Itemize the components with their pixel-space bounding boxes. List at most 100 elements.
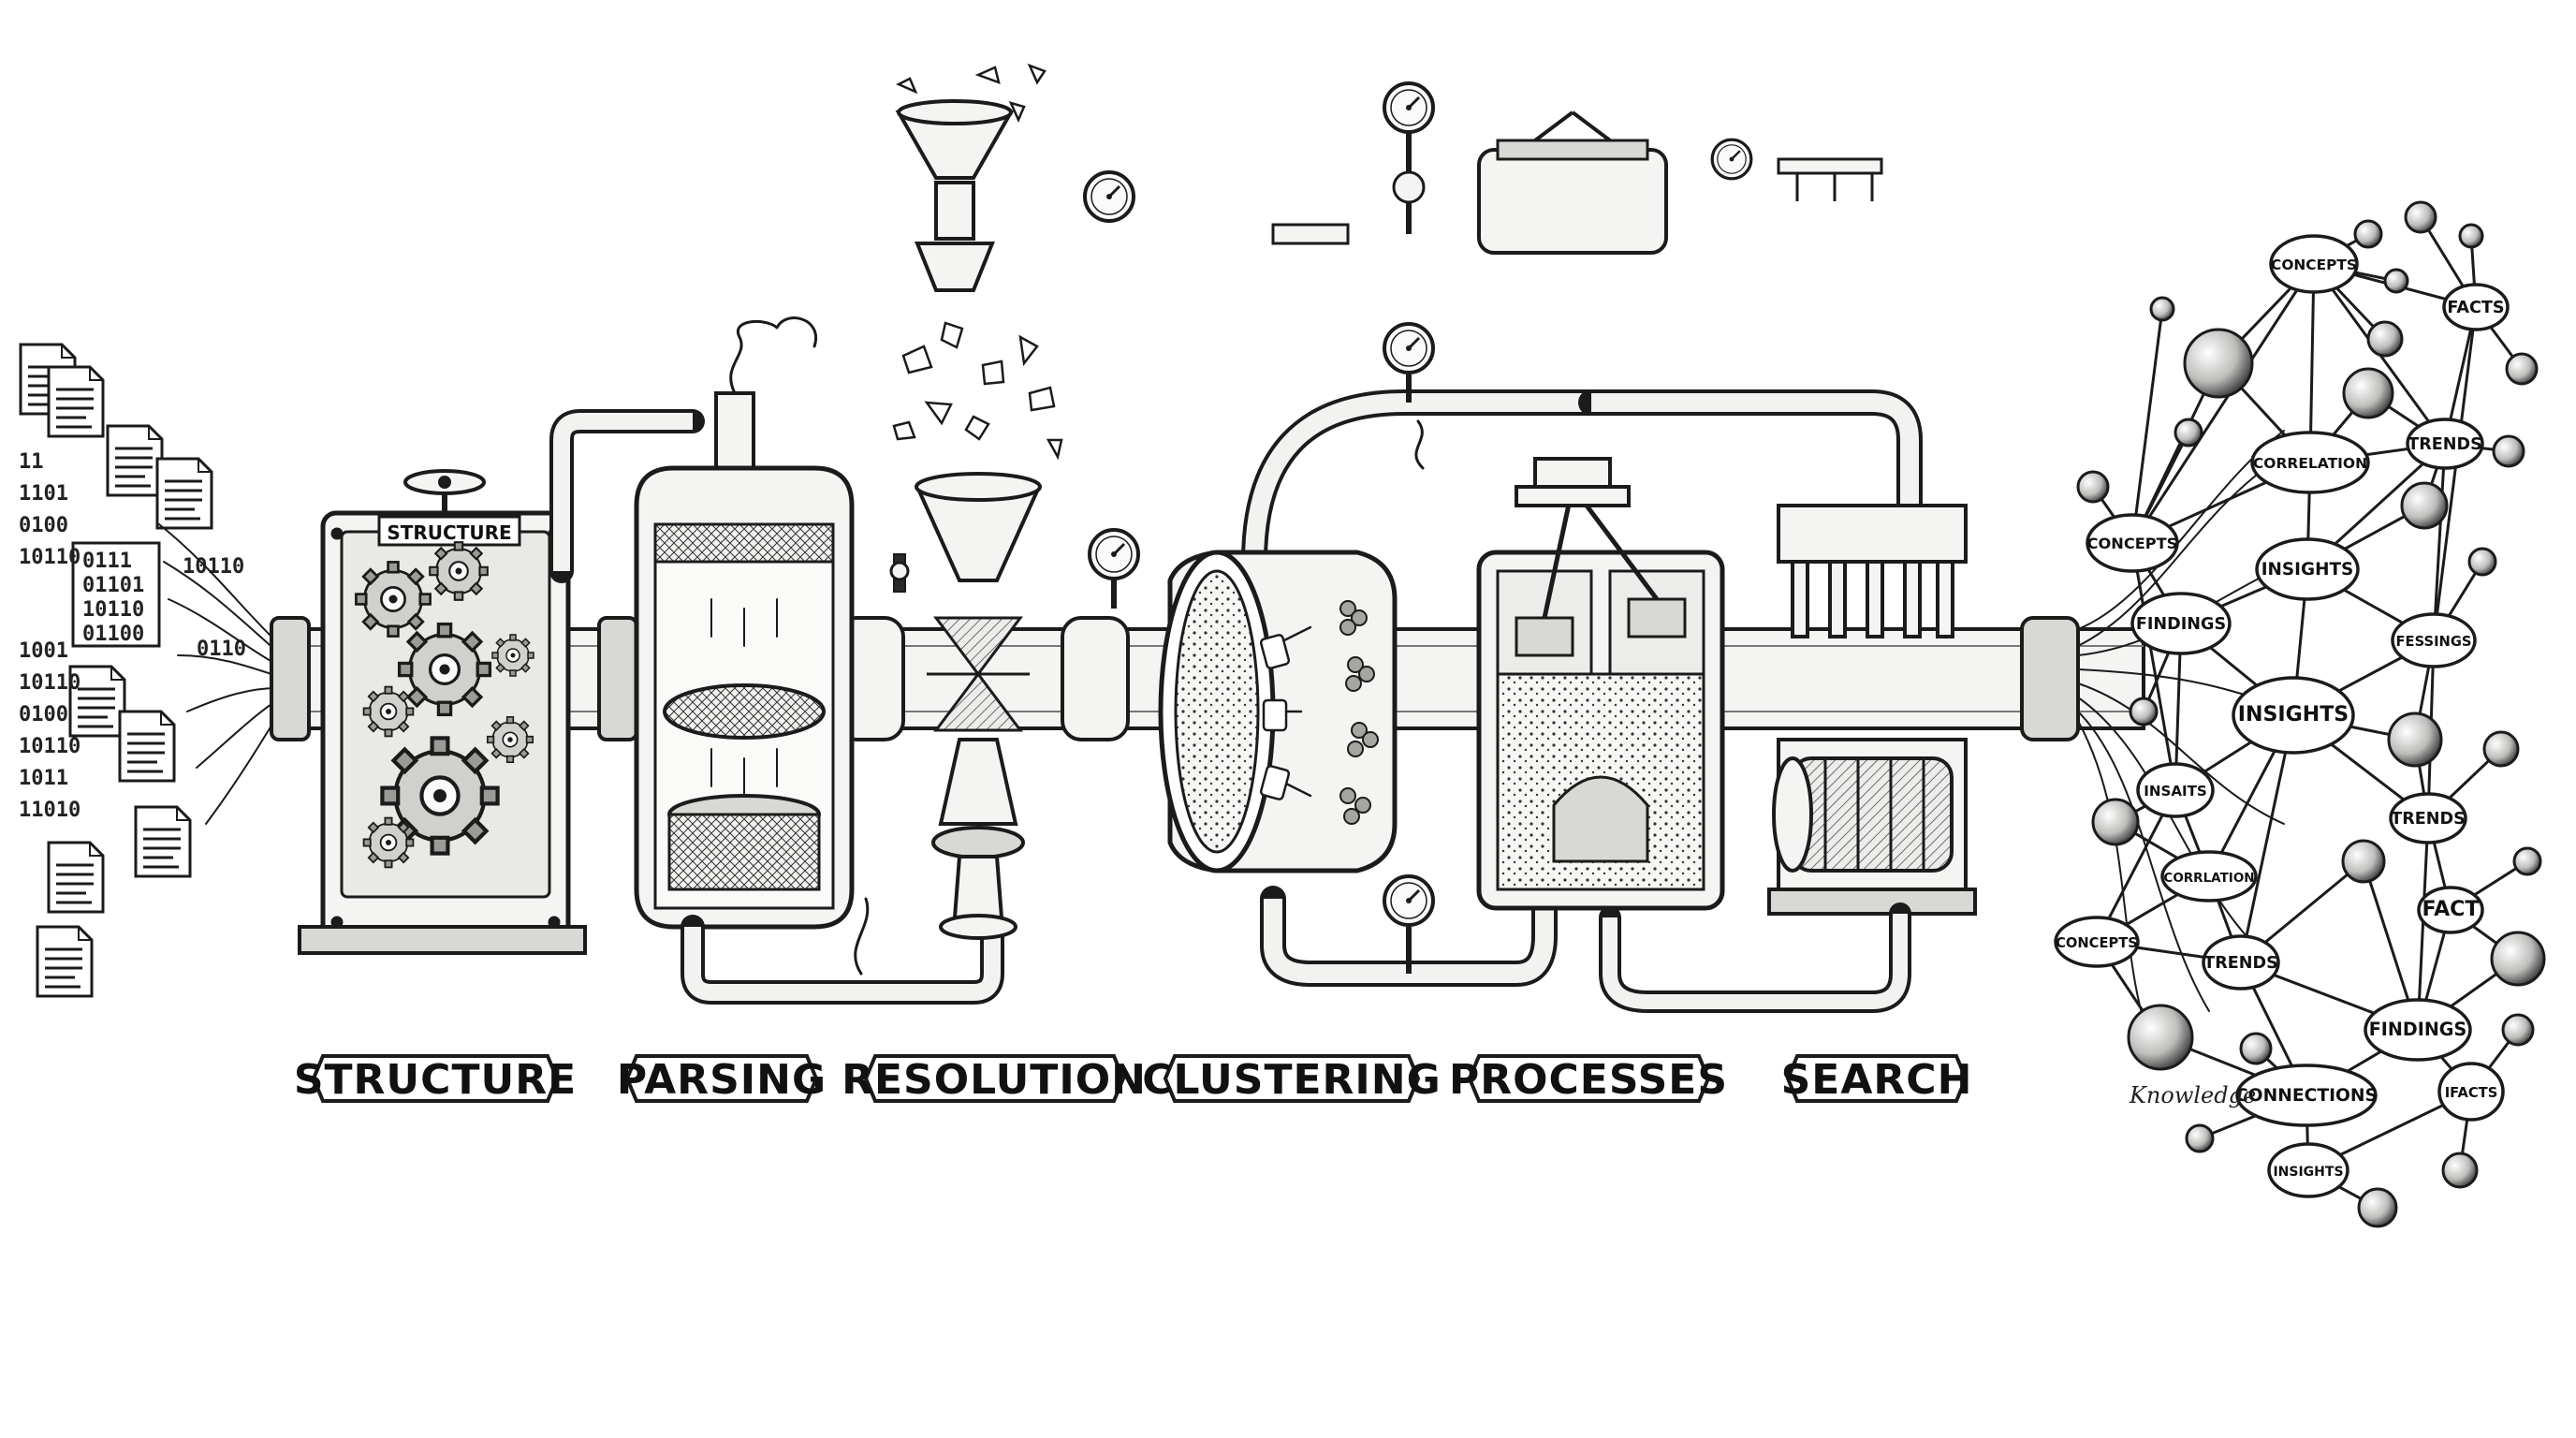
- network-sphere: [2149, 296, 2175, 322]
- network-edge: [2308, 263, 2316, 463]
- funnel-sketch: [895, 63, 1135, 292]
- network-node-label: IFACTS: [2445, 1085, 2498, 1101]
- network-node-label: CONCEPTS: [2056, 935, 2138, 951]
- network-sphere: [2501, 1013, 2535, 1047]
- stage-label-clustering: CLUSTERING: [1142, 1054, 1441, 1104]
- network-node: TRENDS: [2202, 934, 2280, 990]
- network-node-bubble: [2437, 1062, 2505, 1122]
- network-node: CONNECTIONS: [2235, 1064, 2378, 1127]
- network-node-label: FINDINGS: [2369, 1019, 2466, 1040]
- network-node: FESSINGS: [2391, 612, 2477, 668]
- binary-text: 1001: [19, 639, 68, 663]
- machine-nameplate-text: STRUCTURE: [387, 521, 511, 544]
- network-sphere: [2458, 223, 2484, 249]
- stage-label-resolution: RESOLUTION: [842, 1054, 1147, 1104]
- document-icon: [106, 424, 164, 497]
- network-node: FINDINGS: [2130, 592, 2232, 655]
- network-node: CONCEPTS: [2269, 234, 2359, 294]
- network-node-bubble: [2442, 283, 2510, 331]
- network-node-bubble: [2054, 916, 2140, 968]
- network-sphere: [2357, 1187, 2398, 1228]
- stage-label-text: SEARCH: [1781, 1056, 1973, 1104]
- network-node-label: CORRELATION: [2253, 455, 2367, 472]
- network-node-label: INSIGHTS: [2261, 560, 2354, 580]
- network-edge: [2130, 308, 2164, 544]
- chip-code-line: 10110: [82, 598, 144, 622]
- network-node-bubble: [2130, 592, 2232, 655]
- network-node-label: FACTS: [2447, 299, 2504, 317]
- network-node: TRENDS: [2406, 418, 2484, 470]
- network-sphere: [2400, 481, 2449, 530]
- binary-text: 1101: [19, 482, 68, 506]
- network-sphere: [2353, 219, 2383, 249]
- search-unit: [1599, 504, 1977, 1013]
- stage-label-text: STRUCTURE: [294, 1056, 577, 1104]
- network-node-bubble: [2136, 762, 2215, 818]
- stage-label-text: RESOLUTION: [842, 1056, 1147, 1104]
- network-sphere: [2091, 798, 2140, 846]
- network-sphere: [2342, 367, 2394, 419]
- network-sphere: [2482, 730, 2520, 768]
- network-sphere: [2183, 328, 2254, 399]
- binary-text: 11010: [19, 799, 80, 822]
- network-node-label: TRENDS: [2391, 810, 2466, 829]
- coil-icon: [1791, 560, 1954, 638]
- network-sphere: [2441, 1152, 2479, 1189]
- network-node: TRENDS: [2389, 792, 2467, 844]
- binary-text: 0100: [19, 514, 68, 537]
- network-node-label: FACT: [2422, 897, 2480, 921]
- network-node-label: FESSINGS: [2396, 634, 2472, 650]
- network-sphere: [2174, 418, 2203, 448]
- network-sphere: [2127, 1004, 2194, 1071]
- stage-label-text: CLUSTERING: [1142, 1056, 1441, 1104]
- network-node-bubble: [2406, 418, 2484, 470]
- network-edge: [2432, 443, 2447, 641]
- network-node-bubble: [2389, 792, 2467, 844]
- binary-text: 1011: [19, 767, 68, 790]
- engine-sketch: [1271, 81, 1883, 255]
- cluster-icon: [1339, 600, 1379, 825]
- network-sphere: [2512, 846, 2542, 876]
- network-edge: [2239, 714, 2295, 963]
- network-node: IFACTS: [2437, 1062, 2505, 1122]
- network-node-bubble: [2086, 513, 2179, 573]
- handwritten-label: Knowledge: [2129, 1082, 2256, 1108]
- gauge-icon: [1383, 322, 1435, 403]
- network-sphere: [2492, 434, 2525, 468]
- data-flow-lines: [158, 523, 278, 825]
- gauge-icon: [1088, 528, 1140, 609]
- stage-labels: STRUCTURE PARSING RESOLUTION CLUSTERING …: [294, 1054, 1973, 1104]
- network-node-label: CONCEPTS: [2271, 257, 2357, 273]
- network-node-bubble: [2267, 1142, 2349, 1198]
- network-node-bubble: [2255, 537, 2360, 601]
- structure-machine: STRUCTURE: [298, 469, 587, 955]
- network-sphere: [2341, 839, 2386, 884]
- binary-text: 10110: [19, 671, 80, 695]
- binary-text: 10110: [19, 735, 80, 758]
- network-node-label: CONNECTIONS: [2235, 1086, 2378, 1106]
- network-node-label: INSIGHTS: [2273, 1165, 2343, 1180]
- gauge-icon: [1083, 170, 1135, 223]
- network-node-label: INSAITS: [2144, 783, 2207, 800]
- clustering-drum: [1158, 322, 1604, 987]
- network-node-bubble: [2391, 612, 2477, 668]
- network-node-bubble: [2202, 934, 2280, 990]
- gauge-icon: [1383, 81, 1435, 134]
- network-node-bubble: [2250, 431, 2370, 494]
- network-node: CONCEPTS: [2054, 916, 2140, 968]
- stage-label-parsing: PARSING: [617, 1054, 827, 1104]
- network-node: CORRLATION: [2160, 850, 2258, 902]
- network-node: FACT: [2417, 886, 2484, 934]
- stage-label-text: PROCESSES: [1449, 1056, 1728, 1104]
- binary-text: 10110: [19, 546, 80, 569]
- network-node-bubble: [2417, 886, 2484, 934]
- valve-wheel: [403, 469, 486, 513]
- network-sphere: [2239, 1032, 2273, 1065]
- chip-code-line: 01100: [82, 623, 144, 646]
- stage-label-text: PARSING: [617, 1056, 827, 1104]
- network-edge: [2416, 817, 2430, 1031]
- binary-text: 0100: [19, 703, 68, 726]
- network-node: INSIGHTS: [2255, 537, 2360, 601]
- network-node-label: CONCEPTS: [2087, 535, 2178, 552]
